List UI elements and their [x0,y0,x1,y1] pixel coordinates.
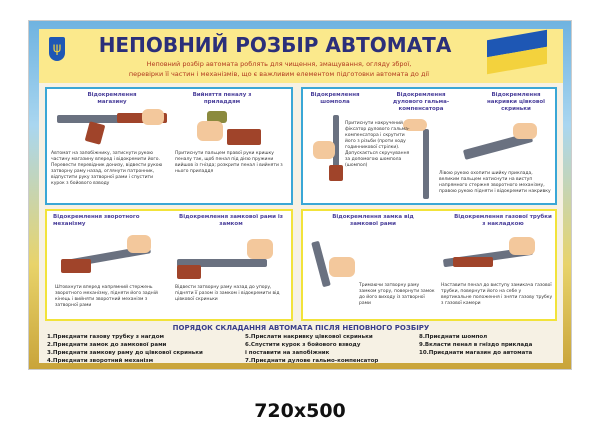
rifle-handguard [329,165,343,181]
list-item: 1.Приєднати газову трубку з нагдом [47,334,165,340]
poster-inner: ψ НЕПОВНИЙ РОЗБІР АВТОМАТА Неповний розб… [39,29,563,365]
rifle-illustration [333,115,339,175]
list-item: 2.Приєднати замок до замкової рами [47,342,167,348]
panel-bolt-gas-tube: Відокремлення замка від замкової рами Ві… [301,209,557,321]
list-item: 7.Приєднати дулове гальмо-компенсатор [245,358,379,364]
rifle-illustration [57,115,167,123]
hand-illustration [329,257,355,277]
step-label: Відокремлення зворотного механізму [53,214,140,227]
hand-illustration [509,237,535,255]
hand-illustration [403,119,427,131]
assembly-list-col2: 5.Прислати накривку цівкової скриньки 6.… [245,333,378,365]
step-caption: Притиснути пальцем правої руки кришку пе… [175,151,283,174]
rifle-illustration [423,129,429,199]
list-item: 6.Спустити курок з бойового взводу [245,342,361,348]
step-label: Відокремлення газової трубки з накладкою [454,214,552,227]
panel-magazine-pencil-case: Відокремлення магазину Вийняття пеналу з… [45,87,293,205]
step-label: Вийняття пеналу з приладдям [192,92,252,105]
buttstock-illustration [177,265,201,279]
ukraine-flag-icon [487,29,547,75]
list-item: 10.Приєднати магазин до автомата [419,350,533,356]
bolt-carrier-illustration [311,240,331,288]
step-caption: Тримаючи затворну раму замком угору, пов… [359,283,435,306]
sleeve-illustration [207,111,227,123]
step-caption: Притиснути накручений фіксатор дулового … [345,121,410,168]
step-label: Відокремлення дулового гальма-компенсато… [392,92,450,112]
step-caption: Наставити пенал до виступу замикача газо… [441,283,553,306]
list-item: 4.Приєднати зворотний механізм [47,358,154,364]
hand-illustration [513,123,537,139]
assembly-title: ПОРЯДОК СКЛАДАННЯ АВТОМАТА ПІСЛЯ НЕПОВНО… [172,324,430,332]
assembly-list-col3: 8.Приєднати шомпол 9.Вкласти пенал в гні… [419,333,532,357]
buttstock-illustration [227,129,261,145]
magazine-illustration [84,121,106,145]
buttstock-illustration [61,259,91,273]
step-caption: Автомат на запобіжнику, затиснути рукою … [51,151,163,186]
rifle-illustration [177,259,267,267]
hand-illustration [127,235,151,253]
subtitle-line: Неповний розбір автомата роблять для чищ… [146,60,412,68]
assembly-list-col1: 1.Приєднати газову трубку з нагдом 2.При… [47,333,203,365]
panel-recoil-bolt-carrier: Відокремлення зворотного механізму Відок… [45,209,293,321]
ukraine-coat-of-arms-icon: ψ [49,37,65,61]
step-caption: Штовхнути вперед напрямний стержень звор… [55,285,158,308]
poster-subtitle: Неповний розбір автомата роблять для чищ… [69,59,489,79]
poster-title: НЕПОВНИЙ РОЗБІР АВТОМАТА [98,33,452,57]
hand-illustration [313,141,335,159]
step-label: Відокремлення замка від замкової рами [332,214,414,227]
list-item: 9.Вкласти пенал в гніздо приклада [419,342,533,348]
subtitle-line: перевірки її частин і механізмів, що є в… [128,70,430,78]
size-label: 720x500 [254,400,346,422]
list-item: 5.Прислати накривку цівкової скриньки [245,334,373,340]
list-item: і поставити на запобіжник [245,350,330,356]
step-label: Відокремлення магазину [87,92,137,105]
poster: ψ НЕПОВНИЙ РОЗБІР АВТОМАТА Неповний розб… [28,20,572,370]
list-item: 3.Приєднати замкову раму до цівкової скр… [47,350,203,356]
hand-illustration [247,239,273,259]
step-label: Відокремлення шомпола [310,92,360,105]
list-item: 8.Приєднати шомпол [419,334,488,340]
hand-illustration [142,109,164,125]
step-label: Відокремлення накривки цівкової скриньки [486,92,546,112]
hand-illustration [197,121,223,141]
step-caption: Відвести затворну раму назад до упору, п… [175,285,280,302]
panel-rod-compensator-cover: Відокремлення шомпола Відокремлення дуло… [301,87,557,205]
header-banner: ψ НЕПОВНИЙ РОЗБІР АВТОМАТА Неповний розб… [39,29,563,83]
step-label: Відокремлення замкової рами із замком [179,214,283,227]
step-caption: Лівою рукою охопити шийку приклада, вели… [439,171,551,194]
rifle-handguard [453,257,493,267]
